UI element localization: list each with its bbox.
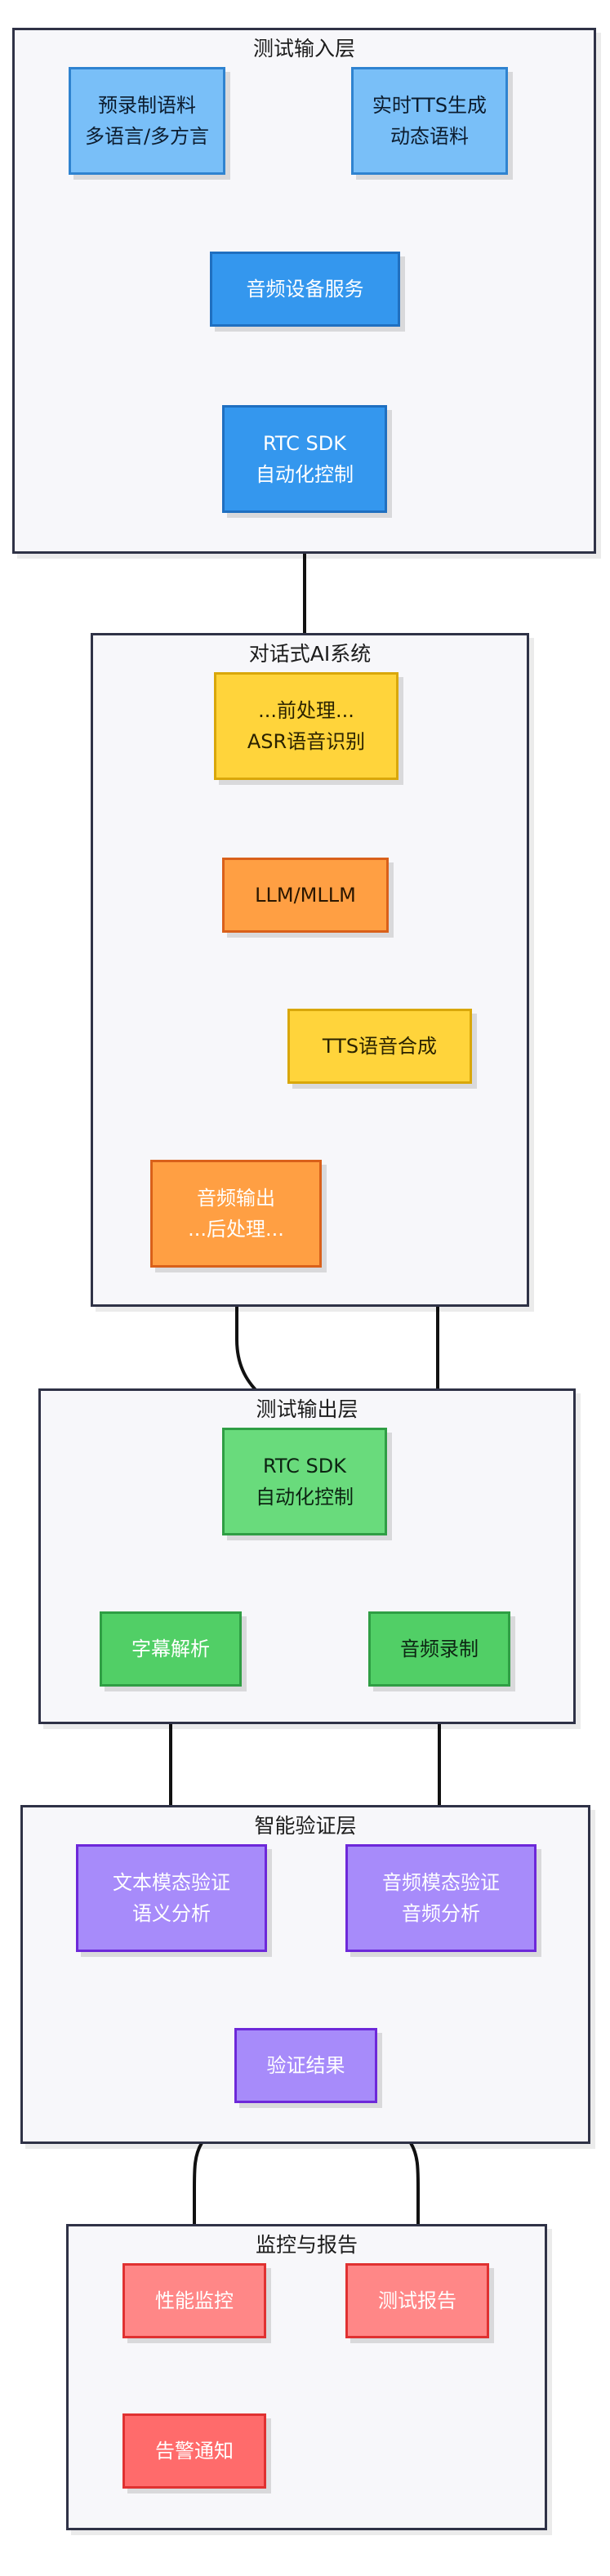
- node-label: 预录制语料: [98, 94, 196, 117]
- node-alert-notification: 告警通知: [122, 2413, 266, 2489]
- node-asr-speech-recognition: ...前处理... ASR语音识别: [214, 672, 399, 780]
- node-label: ASR语音识别: [247, 730, 366, 753]
- node-label: 音频模态验证: [382, 1871, 500, 1894]
- node-audio-recording: 音频录制: [368, 1611, 510, 1687]
- node-tts-synthesis: TTS语音合成: [287, 1009, 472, 1084]
- node-label: 测试报告: [378, 2289, 456, 2312]
- cluster-title: 测试输出层: [256, 1397, 358, 1421]
- node-label: TTS语音合成: [322, 1035, 438, 1058]
- node-label: 字幕解析: [131, 1638, 210, 1660]
- node-prerecorded-corpus: 预录制语料 多语言/多方言: [69, 67, 225, 175]
- node-label: 文本模态验证: [113, 1871, 230, 1894]
- node-subtitle-parsing: 字幕解析: [100, 1611, 242, 1687]
- node-label: 验证结果: [266, 2054, 345, 2077]
- node-label: 语义分析: [132, 1902, 211, 1925]
- node-label: RTC SDK: [262, 432, 347, 455]
- node-label: 多语言/多方言: [84, 125, 210, 148]
- node-llm-mllm: LLM/MLLM: [222, 858, 389, 933]
- cluster-title: 监控与报告: [255, 2233, 358, 2257]
- node-realtime-tts-generation: 实时TTS生成 动态语料: [351, 67, 508, 175]
- node-label: 自动化控制: [256, 463, 354, 486]
- node-audio-output: 音频输出 ...后处理...: [150, 1160, 322, 1268]
- node-performance-monitoring: 性能监控: [122, 2263, 266, 2338]
- node-label: 性能监控: [155, 2289, 234, 2312]
- cluster-title: 测试输入层: [252, 37, 355, 60]
- node-label: 动态语料: [390, 125, 469, 148]
- node-label: 告警通知: [155, 2440, 234, 2462]
- node-label: 音频录制: [400, 1638, 479, 1660]
- node-audio-device-service: 音频设备服务: [210, 252, 400, 327]
- node-label: ...前处理...: [258, 699, 354, 722]
- node-label: ...后处理...: [188, 1218, 284, 1241]
- node-label: 音频分析: [402, 1902, 480, 1925]
- node-label: 实时TTS生成: [372, 94, 488, 117]
- node-label: 音频设备服务: [246, 278, 364, 301]
- node-label: 自动化控制: [256, 1486, 354, 1509]
- node-rtc-sdk-input: RTC SDK 自动化控制: [222, 405, 387, 513]
- node-text-modality-verification: 文本模态验证 语义分析: [76, 1844, 267, 1952]
- node-rtc-sdk-output: RTC SDK 自动化控制: [222, 1428, 387, 1535]
- node-verification-result: 验证结果: [234, 2028, 377, 2103]
- node-test-report: 测试报告: [345, 2263, 489, 2338]
- cluster-title: 对话式AI系统: [248, 642, 372, 666]
- node-label: RTC SDK: [262, 1455, 347, 1477]
- node-label: 音频输出: [197, 1187, 275, 1210]
- node-label: LLM/MLLM: [255, 884, 356, 907]
- cluster-title: 智能验证层: [254, 1814, 357, 1838]
- node-audio-modality-verification: 音频模态验证 音频分析: [345, 1844, 537, 1952]
